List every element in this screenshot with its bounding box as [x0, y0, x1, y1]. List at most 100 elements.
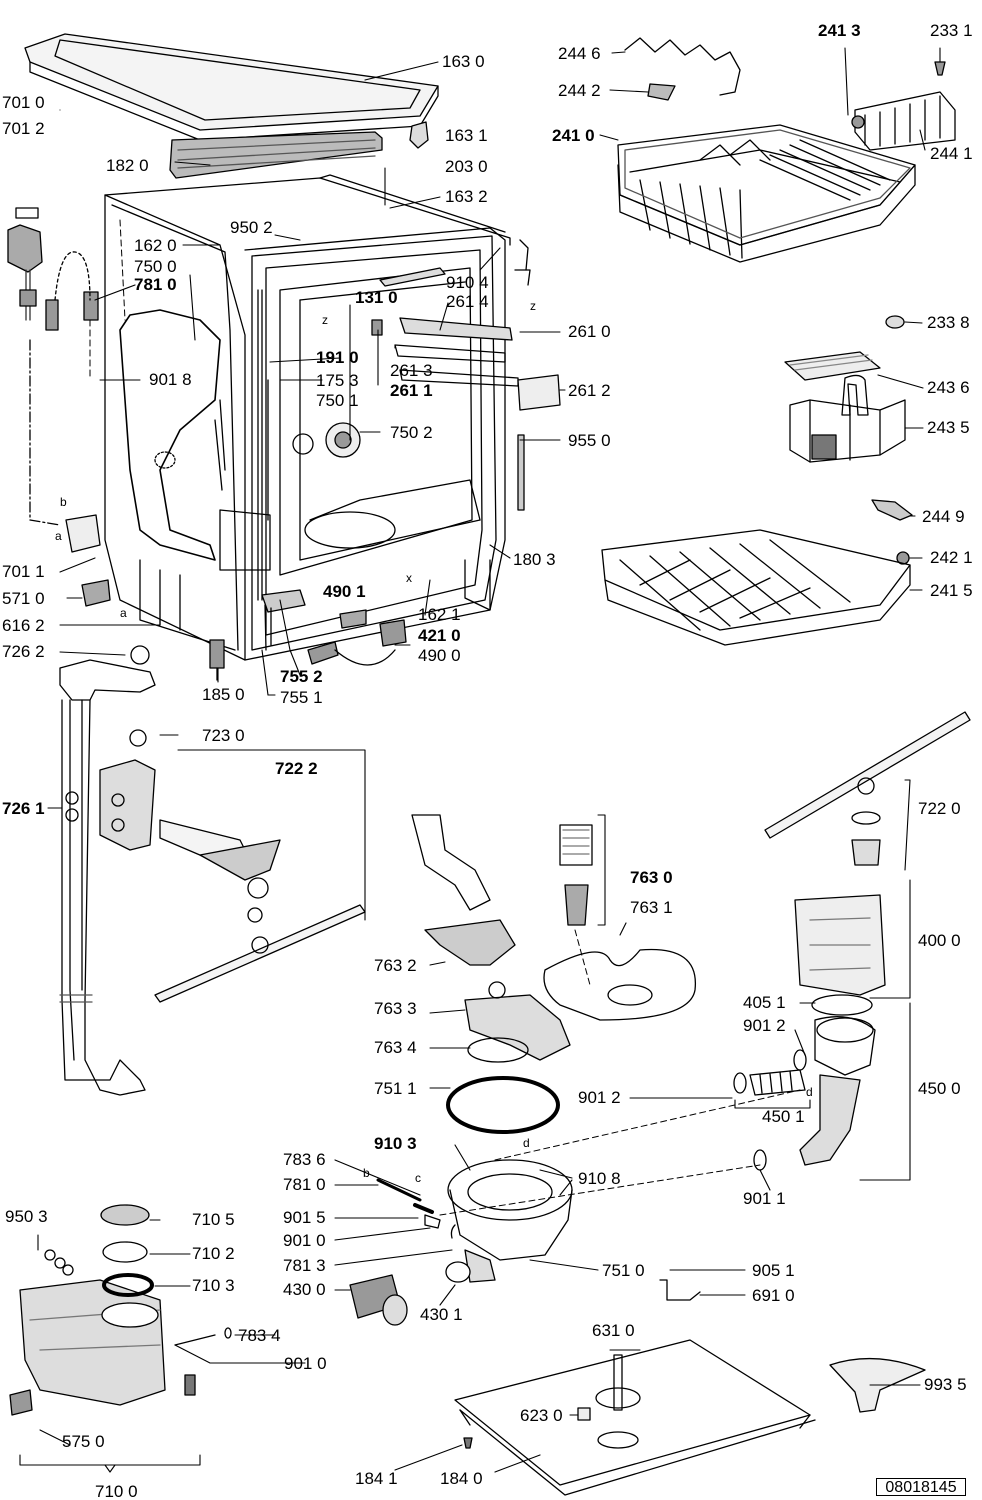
part-label: 781 0 [134, 275, 177, 294]
part-label: 750 2 [390, 423, 433, 442]
upper-basket-part [617, 124, 916, 263]
part-label: 430 1 [420, 1305, 463, 1324]
part-label: 755 1 [280, 688, 323, 707]
part-label: 763 2 [374, 956, 417, 975]
part-label: 722 0 [918, 799, 961, 818]
filter-part [411, 814, 696, 1134]
part-label: 180 3 [513, 550, 556, 569]
cap-part-2338 [885, 315, 905, 329]
part-label: 203 0 [445, 157, 488, 176]
clip-part-2449 [871, 499, 913, 521]
part-label: 691 0 [752, 1286, 795, 1305]
part-label: 950 2 [230, 218, 273, 237]
part-label: 244 2 [558, 81, 601, 100]
part-label: 242 1 [930, 548, 973, 567]
part-label: 233 8 [927, 313, 970, 332]
part-label: 241 5 [930, 581, 973, 600]
ref-letter: d [806, 1085, 813, 1099]
spray-arm-part-7220 [764, 711, 971, 866]
part-label: 241 3 [818, 21, 861, 40]
part-label: 261 2 [568, 381, 611, 400]
part-label: 244 6 [558, 44, 601, 63]
ref-letter: z [530, 299, 536, 313]
part-label: 901 0 [284, 1354, 327, 1373]
part-label: 781 0 [283, 1175, 326, 1194]
part-label: 901 2 [578, 1088, 621, 1107]
part-label: 726 2 [2, 642, 45, 661]
part-label: 616 2 [2, 616, 45, 635]
ref-letter: d [523, 1136, 530, 1150]
part-label: 710 3 [192, 1276, 235, 1295]
part-label: 233 1 [930, 21, 973, 40]
cup-rack-part [854, 91, 956, 151]
part-label: 755 2 [280, 667, 323, 686]
part-label: 175 3 [316, 371, 359, 390]
wheel-part-2413 [851, 115, 865, 129]
ref-letter: x [406, 571, 412, 585]
part-label: 162 1 [418, 605, 461, 624]
part-label: 131 0 [355, 288, 398, 307]
part-label: 750 1 [316, 391, 359, 410]
clip-part [409, 121, 429, 149]
part-label: 261 3 [390, 361, 433, 380]
part-label: 400 0 [918, 931, 961, 950]
part-label: 430 0 [283, 1280, 326, 1299]
part-label: 575 0 [62, 1432, 105, 1451]
part-label: 763 1 [630, 898, 673, 917]
spring-part [624, 37, 741, 96]
part-label: 184 0 [440, 1469, 483, 1488]
part-label: 710 5 [192, 1210, 235, 1229]
part-label: 185 0 [202, 685, 245, 704]
part-label: 783 4 [238, 1326, 281, 1345]
part-label: 910 4 [446, 273, 489, 292]
part-label: 750 0 [134, 257, 177, 276]
part-label: 993 5 [924, 1375, 967, 1394]
part-label: 243 6 [927, 378, 970, 397]
part-label: 763 3 [374, 999, 417, 1018]
part-label: 163 0 [442, 52, 485, 71]
worktop-part [24, 33, 439, 141]
part-label: 244 1 [930, 144, 973, 163]
part-label: 243 5 [927, 418, 970, 437]
ref-letter: a [55, 529, 62, 543]
part-label: 261 4 [446, 292, 489, 311]
sensor-part-6910 [659, 1279, 701, 1301]
part-label: 751 0 [602, 1261, 645, 1280]
part-label: 244 9 [922, 507, 965, 526]
part-label: 701 1 [2, 562, 45, 581]
screw-part-2331 [934, 61, 946, 76]
cutlery-basket-part [784, 351, 906, 463]
part-label: 490 0 [418, 646, 461, 665]
part-label: 490 1 [323, 582, 366, 601]
part-label: 723 0 [202, 726, 245, 745]
insulation-panel-part [169, 131, 383, 179]
leader-lines [19, 47, 941, 1473]
part-label: 751 1 [374, 1079, 417, 1098]
base-plate-part [454, 1339, 816, 1496]
ref-letter: b [363, 1166, 370, 1180]
part-label: 710 2 [192, 1244, 235, 1263]
part-label: 191 0 [316, 348, 359, 367]
ref-letter: a [120, 606, 127, 620]
part-label: 261 0 [568, 322, 611, 341]
part-label: 901 8 [149, 370, 192, 389]
document-number: 08018145 [876, 1478, 966, 1496]
part-label: 182 0 [106, 156, 149, 175]
part-label: 701 0 [2, 93, 45, 112]
ref-letter: b [60, 495, 67, 509]
part-label: 631 0 [592, 1321, 635, 1340]
assembly-lines [89, 219, 801, 1216]
sump-part [376, 1159, 573, 1283]
part-label: 241 0 [552, 126, 595, 145]
part-label: 783 6 [283, 1150, 326, 1169]
spray-arm-part-7222 [99, 729, 366, 1003]
part-label: 763 4 [374, 1038, 417, 1057]
clip-part-2442 [647, 83, 676, 101]
part-label: 162 0 [134, 236, 177, 255]
part-label: 726 1 [2, 799, 45, 818]
hose-part [7, 207, 99, 526]
water-duct-part [59, 645, 156, 1096]
part-label: 781 3 [283, 1256, 326, 1275]
